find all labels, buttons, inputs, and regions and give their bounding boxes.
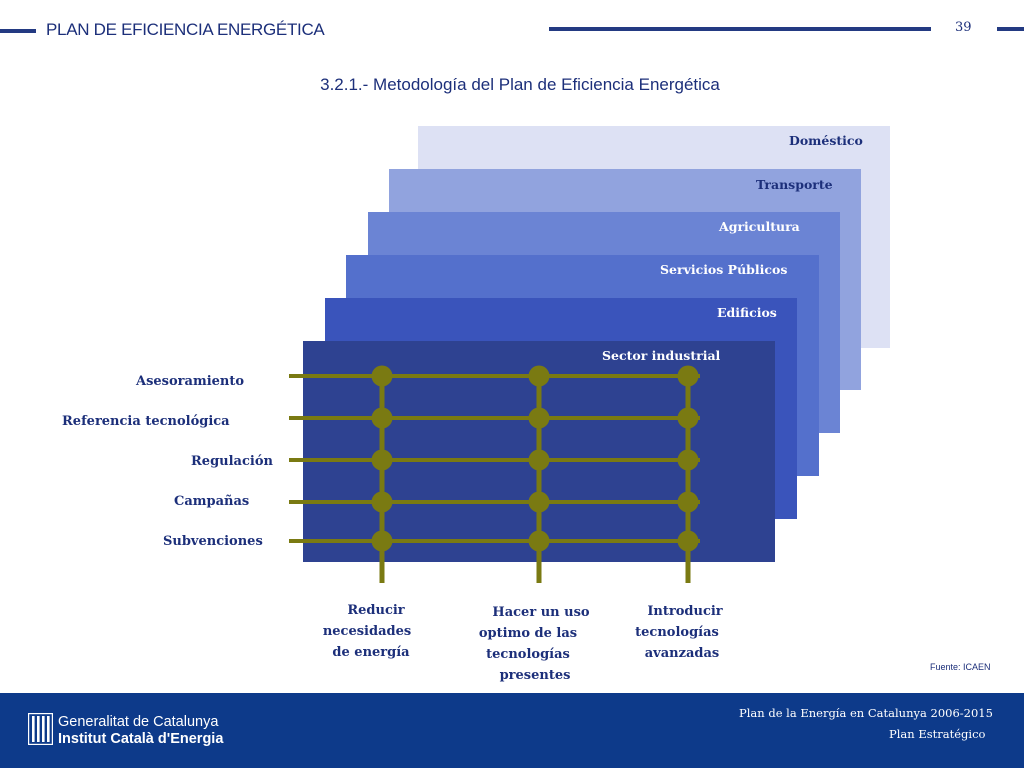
row-label-subvenciones: Subvenciones xyxy=(163,534,263,549)
column-label-line: Hacer un uso xyxy=(492,605,590,620)
grid-node xyxy=(371,530,393,552)
logo-line-generalitat: Generalitat de Catalunya xyxy=(58,714,219,730)
column-label-introducir: Introducir tecnologías avanzadas xyxy=(625,601,745,664)
column-label-hacer-uso: Hacer un uso optimo de las tecnologías p… xyxy=(470,602,600,686)
layer-label-sector-industrial: Sector industrial xyxy=(602,348,721,363)
source-note: Fuente: ICAEN xyxy=(930,662,991,672)
grid-node xyxy=(677,530,699,552)
grid-node xyxy=(528,530,550,552)
layer-label-agricultura: Agricultura xyxy=(719,219,800,234)
logo-line-institut: Institut Català d'Energia xyxy=(58,731,224,747)
column-label-line: presentes xyxy=(499,668,571,683)
column-label-line: Reducir xyxy=(347,603,405,618)
grid-node xyxy=(528,407,550,429)
grid-node xyxy=(371,365,393,387)
header-rule-right xyxy=(549,27,931,31)
column-label-line: necesidades xyxy=(322,624,412,639)
grid-node xyxy=(371,449,393,471)
row-label-campanas: Campañas xyxy=(174,494,250,509)
grid-node xyxy=(677,365,699,387)
grid-node xyxy=(371,407,393,429)
plan-subtitle: Plan Estratégico xyxy=(889,727,986,741)
header-title: PLAN DE EFICIENCIA ENERGÉTICA xyxy=(46,20,325,39)
layer-label-transporte: Transporte xyxy=(756,177,833,192)
grid-node xyxy=(371,491,393,513)
row-label-asesoramiento: Asesoramiento xyxy=(136,374,245,389)
row-label-referencia-tecnologica: Referencia tecnológica xyxy=(62,414,230,429)
grid-node xyxy=(677,449,699,471)
page-number: 39 xyxy=(955,20,972,35)
grid-node xyxy=(528,491,550,513)
slide-title: 3.2.1.- Metodología del Plan de Eficienc… xyxy=(320,75,720,94)
header-rule-edge xyxy=(997,27,1024,31)
grid-lines xyxy=(289,366,700,583)
column-label-line: optimo de las xyxy=(478,626,578,641)
column-label-line: avanzadas xyxy=(644,646,720,661)
grid-node xyxy=(677,407,699,429)
column-label-reducir: Reducir necesidades de energía xyxy=(316,600,436,663)
grid-node xyxy=(528,365,550,387)
column-label-line: tecnologías xyxy=(635,625,719,640)
column-label-line: Introducir xyxy=(647,604,723,619)
generalitat-logo-icon xyxy=(28,713,53,745)
layer-label-edificios: Edificios xyxy=(717,305,777,320)
column-label-line: tecnologías xyxy=(486,647,570,662)
layer-label-domestico: Doméstico xyxy=(789,133,863,148)
row-label-regulacion: Regulación xyxy=(191,454,273,469)
grid-node xyxy=(677,491,699,513)
column-label-line: de energía xyxy=(332,645,410,660)
grid-nodes xyxy=(371,365,699,552)
grid-node xyxy=(528,449,550,471)
header-rule-left xyxy=(0,29,36,33)
layer-label-servicios-publicos: Servicios Públicos xyxy=(660,262,788,277)
plan-title: Plan de la Energía en Catalunya 2006-201… xyxy=(739,706,993,720)
footer-bar: Generalitat de Catalunya Institut Català… xyxy=(0,693,1024,768)
